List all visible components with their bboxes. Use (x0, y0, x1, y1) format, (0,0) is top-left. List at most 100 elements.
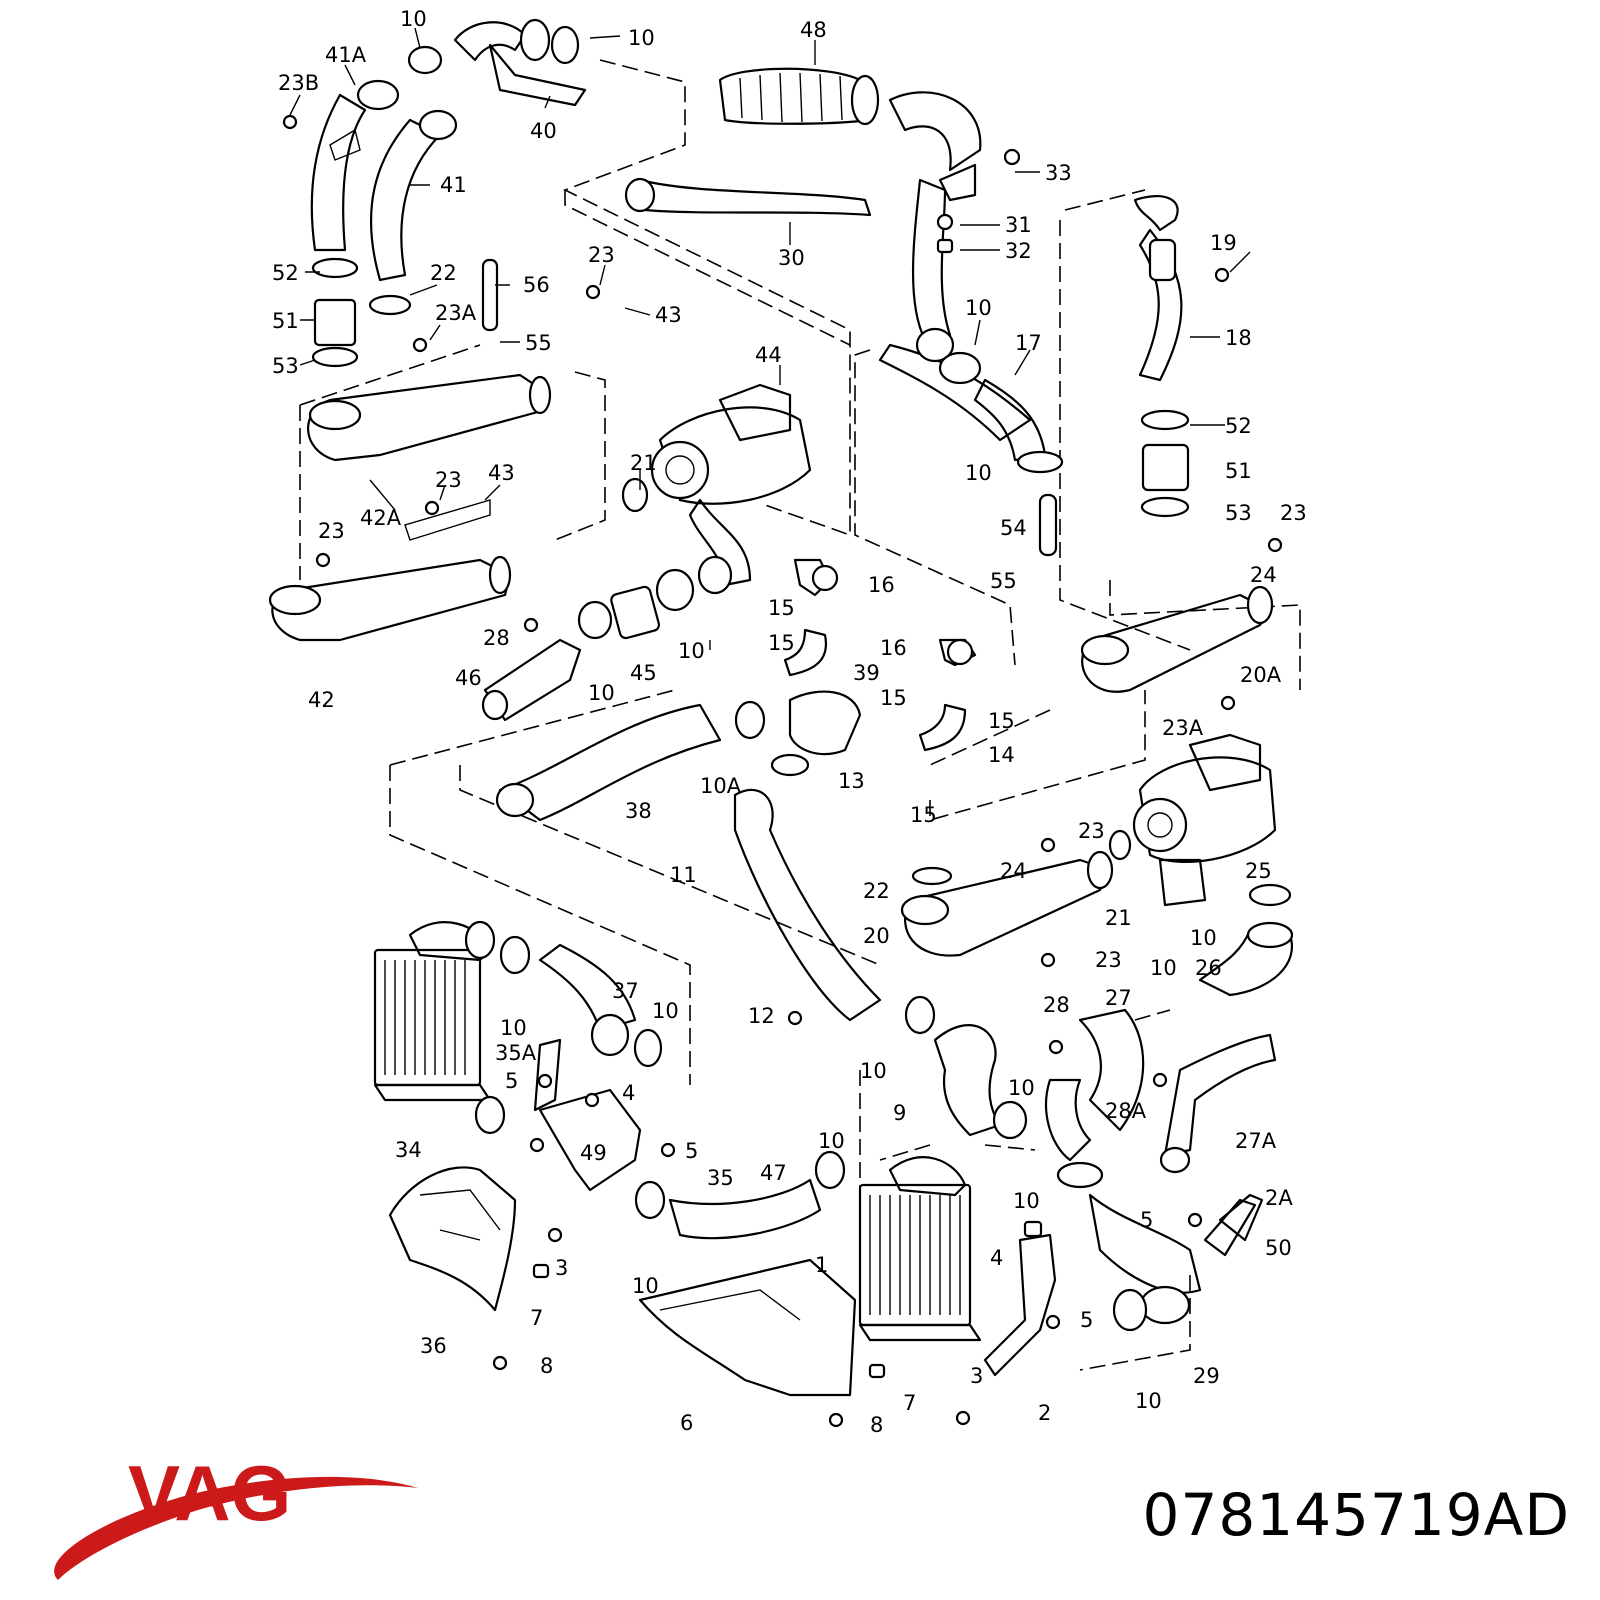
callout: 16 (868, 573, 895, 597)
callout: 20A (1240, 663, 1282, 687)
air-intake-hose (624, 67, 982, 342)
callout: 7 (530, 1306, 543, 1330)
callout: 37 (612, 979, 639, 1003)
callout: 10 (965, 296, 992, 320)
callout: 28 (483, 626, 510, 650)
callout-labels: 10 10 41A 23B 48 40 41 33 30 31 32 52 22… (272, 7, 1307, 1437)
callout: 23A (1162, 716, 1204, 740)
callout: 49 (580, 1141, 607, 1165)
callout: 45 (630, 661, 657, 685)
callout: 21 (630, 451, 657, 475)
callout: 8 (870, 1413, 883, 1437)
callout: 50 (1265, 1236, 1292, 1260)
callout: 23B (278, 71, 319, 95)
callout: 12 (748, 1004, 775, 1028)
callout: 32 (1005, 239, 1032, 263)
callout: 46 (455, 666, 482, 690)
callout: 27 (1105, 986, 1132, 1010)
callout: 10 (588, 681, 615, 705)
callout: 20 (863, 924, 890, 948)
callout: 10 (1150, 956, 1177, 980)
right-turbo-group (900, 585, 1294, 997)
callout: 43 (488, 461, 515, 485)
callout: 1 (815, 1253, 828, 1277)
callout: 53 (1225, 501, 1252, 525)
callout: 30 (778, 246, 805, 270)
callout: 5 (1080, 1308, 1093, 1332)
callout: 56 (523, 273, 550, 297)
callout: 35A (495, 1041, 537, 1065)
callout: 15 (768, 596, 795, 620)
callout: 14 (988, 743, 1015, 767)
callout: 41A (325, 43, 367, 67)
leader-lines (289, 27, 1251, 650)
callout: 48 (800, 18, 827, 42)
callout: 5 (505, 1069, 518, 1093)
callout: 23 (318, 519, 345, 543)
callout: 28A (1105, 1099, 1147, 1123)
callout: 10A (700, 774, 742, 798)
callout: 33 (1045, 161, 1072, 185)
callout: 36 (420, 1334, 447, 1358)
callout: 10 (1135, 1389, 1162, 1413)
callout: 5 (685, 1139, 698, 1163)
callout: 27A (1235, 1129, 1277, 1153)
left-throttle-turbo-group (268, 373, 812, 722)
callout: 10 (500, 1016, 527, 1040)
callout: 19 (1210, 231, 1237, 255)
callout: 6 (680, 1411, 693, 1435)
callout: 28 (1043, 993, 1070, 1017)
callout: 10 (818, 1129, 845, 1153)
callout: 15 (768, 631, 795, 655)
callout: 10 (400, 7, 427, 31)
callout: 3 (555, 1256, 568, 1280)
left-intercooler (373, 920, 642, 1312)
vag-logo: VAG (54, 1449, 419, 1580)
callout: 16 (880, 636, 907, 660)
callout: 23 (1078, 819, 1105, 843)
callout: 52 (1225, 414, 1252, 438)
callout: 10 (965, 461, 992, 485)
right-intercooler (638, 1156, 1257, 1397)
callout: 55 (990, 569, 1017, 593)
callout: 3 (970, 1364, 983, 1388)
callout: 4 (622, 1081, 635, 1105)
callout: 35 (707, 1166, 734, 1190)
callout: 26 (1195, 956, 1222, 980)
callout: 29 (1193, 1364, 1220, 1388)
callout: 8 (540, 1354, 553, 1378)
callout: 23 (1095, 948, 1122, 972)
callout: 4 (990, 1246, 1003, 1270)
callout: 2 (1038, 1401, 1051, 1425)
callout: 10 (1190, 926, 1217, 950)
callout: 23 (435, 468, 462, 492)
callout: 41 (440, 173, 467, 197)
callout: 47 (760, 1161, 787, 1185)
callout: 11 (670, 863, 697, 887)
callout: 9 (893, 1101, 906, 1125)
callout: 42A (360, 506, 402, 530)
callout: 18 (1225, 326, 1252, 350)
callout: 24 (1000, 859, 1027, 883)
logo-text: VAG (128, 1449, 291, 1537)
callout: 52 (272, 261, 299, 285)
callout: 44 (755, 343, 782, 367)
callout: 23A (435, 301, 477, 325)
callout: 38 (625, 799, 652, 823)
callout: 55 (525, 331, 552, 355)
callout: 21 (1105, 906, 1132, 930)
callout: 17 (1015, 331, 1042, 355)
callout: 23 (588, 243, 615, 267)
callout: 23 (1280, 501, 1307, 525)
callout: 22 (430, 261, 457, 285)
callout: 25 (1245, 859, 1272, 883)
callout: 43 (655, 303, 682, 327)
callout: 51 (1225, 459, 1252, 483)
callout: 40 (530, 119, 557, 143)
callout: 31 (1005, 213, 1032, 237)
callout: 39 (853, 661, 880, 685)
callout: 15 (910, 803, 937, 827)
callout: 22 (863, 879, 890, 903)
lower-hoses (499, 935, 1277, 1332)
callout: 34 (395, 1138, 422, 1162)
